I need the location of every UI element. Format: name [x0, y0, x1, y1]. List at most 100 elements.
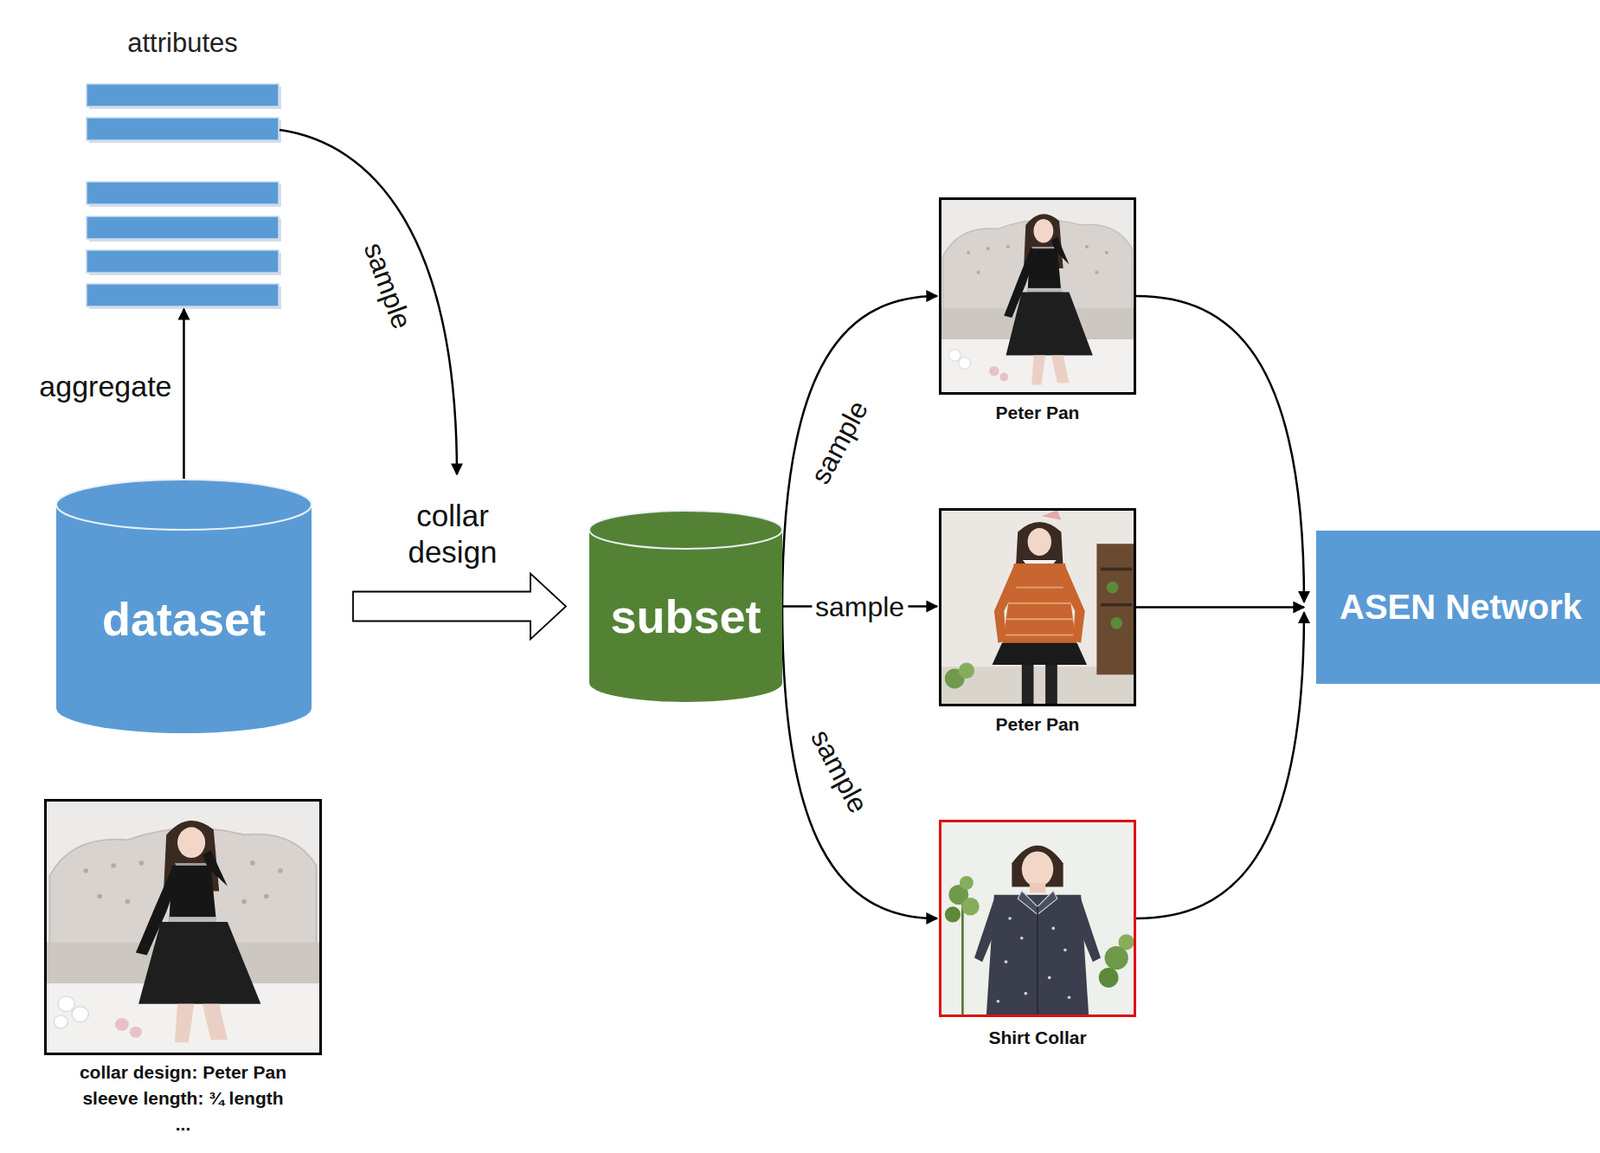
- shirt-photo-part: [959, 875, 974, 890]
- caption-line: Peter Pan: [889, 713, 1186, 736]
- cylinder-body: [56, 504, 312, 733]
- group-heading: attributes: [86, 24, 279, 59]
- sofa-photo-part: [202, 849, 228, 886]
- sofa-photo-part: [263, 893, 270, 899]
- sofa-photo-part: [202, 1003, 228, 1040]
- cylinder-body: [589, 529, 783, 702]
- shirt-photo-part: [1020, 936, 1024, 940]
- shirt-photo-part: [1008, 916, 1012, 920]
- shirt-photo-part: [996, 999, 1001, 1003]
- shirt-photo-part: [974, 898, 1003, 962]
- hollow-arrow: [353, 573, 566, 640]
- sofa-photo-part: [1003, 250, 1034, 319]
- sofa-photo-part: [966, 250, 971, 255]
- sofa-photo-part: [110, 862, 116, 868]
- caption-line: Peter Pan: [889, 401, 1186, 425]
- sofa-photo-part: [168, 916, 217, 922]
- sofa-photo-part: [958, 357, 971, 370]
- orange-top-photo-part: [1096, 543, 1137, 675]
- sofa-photo-part: [976, 270, 981, 275]
- cylinder-top: [56, 479, 312, 530]
- sofa-photo-part: [1033, 218, 1054, 243]
- sample-curve: [279, 129, 457, 475]
- sofa-photo-part: [1105, 250, 1109, 255]
- edge-label: aggregate: [38, 368, 172, 405]
- shirt-photo-part: [1051, 926, 1055, 931]
- attribute-bars-part: [86, 283, 279, 307]
- example-photo: collar design: Peter Pansleeve length: ¾…: [44, 798, 322, 1055]
- shirt-photo-part: [1098, 967, 1119, 988]
- shirt-photo-part: [1011, 845, 1063, 887]
- cylinder-label: subset: [610, 589, 761, 643]
- orange-top-photo-part: [1110, 616, 1123, 630]
- caption-line: collar design: Peter Pan: [0, 1059, 372, 1086]
- sofa-photo-part: [1028, 248, 1062, 292]
- orange-top-photo-part: [1106, 581, 1119, 594]
- orange-top-photo-part: [1045, 664, 1058, 705]
- sofa-photo: [938, 197, 1137, 395]
- shirt-photo-part: [1047, 976, 1052, 980]
- sofa-photo: [44, 798, 322, 1055]
- box-label: ASEN Network: [1339, 587, 1582, 627]
- sofa-photo-part: [1051, 237, 1070, 265]
- orange-top-photo-part: [994, 565, 1021, 643]
- caption-line: Shirt Collar: [889, 1026, 1186, 1049]
- sofa-photo-part: [989, 366, 999, 376]
- edge-label: sample: [803, 723, 875, 818]
- orange-top-photo-part: [958, 662, 975, 679]
- attribute-bars-part: [86, 83, 279, 107]
- photo-caption: Peter Pan: [889, 713, 1186, 736]
- edge-label: sample: [811, 589, 908, 623]
- caption-line: sleeve length: ¾ length: [0, 1085, 372, 1112]
- sofa-photo-part: [138, 921, 261, 1004]
- orange-top-photo-part: [938, 507, 1137, 707]
- attribute-list: attributes: [86, 24, 279, 307]
- orange-top-photo-part: [1028, 527, 1052, 556]
- edge-label: sample: [803, 394, 875, 489]
- shirt-photo-part: [1063, 948, 1067, 952]
- shirt-photo-part: [961, 898, 964, 1017]
- sofa-photo-part: [124, 899, 130, 904]
- sofa-photo-part: [999, 372, 1009, 381]
- photo-caption: collar design: Peter Pansleeve length: ¾…: [0, 1059, 372, 1138]
- edge-label: sample: [356, 237, 418, 334]
- shirt-photo-part: [1067, 995, 1072, 999]
- caption-line: ...: [0, 1111, 372, 1138]
- arrow-connector: [782, 606, 938, 919]
- edge-label: collar design: [391, 497, 514, 571]
- arrow-connector: [782, 295, 938, 607]
- shirt-photo: [938, 819, 1137, 1017]
- cylinder-label: dataset: [102, 591, 266, 646]
- sofa-photo-part: [96, 893, 103, 899]
- cylinder-label-area: dataset: [56, 504, 312, 733]
- orange-top-photo: [938, 507, 1137, 707]
- sofa-photo-part: [174, 1003, 194, 1042]
- photo-caption: Shirt Collar: [889, 1026, 1186, 1049]
- shirt-photo-part: [1073, 898, 1101, 962]
- sofa-photo-part: [1028, 288, 1062, 293]
- orange-top-photo-part: [992, 642, 1087, 665]
- sofa-photo-part: [115, 1017, 129, 1031]
- sofa-photo-part: [168, 865, 217, 922]
- sofa-photo-part: [1094, 270, 1099, 275]
- sample-photo: Peter Pan: [938, 507, 1137, 707]
- sofa-photo-part: [250, 860, 256, 865]
- sofa-photo-part: [1031, 354, 1046, 385]
- sofa-photo-part: [948, 349, 961, 362]
- attribute-bars: [86, 83, 282, 309]
- orange-top-photo-part: [1100, 567, 1132, 571]
- sofa-photo-part: [938, 197, 1137, 395]
- network-box: ASEN Network: [1316, 530, 1600, 684]
- dataset-cylinder: dataset: [56, 479, 312, 733]
- shirt-photo-part: [938, 819, 1137, 1017]
- arrow-connector: [1136, 605, 1305, 609]
- sofa-photo-part: [138, 860, 144, 865]
- sofa-photo-part: [986, 246, 990, 251]
- arrow-connector: [1136, 612, 1305, 919]
- sofa-photo-part: [53, 1015, 68, 1029]
- sofa-photo-part: [71, 1006, 89, 1022]
- attribute-bars-part: [86, 181, 279, 205]
- sofa-photo-part: [129, 1026, 142, 1038]
- attribute-bars-part: [86, 250, 279, 273]
